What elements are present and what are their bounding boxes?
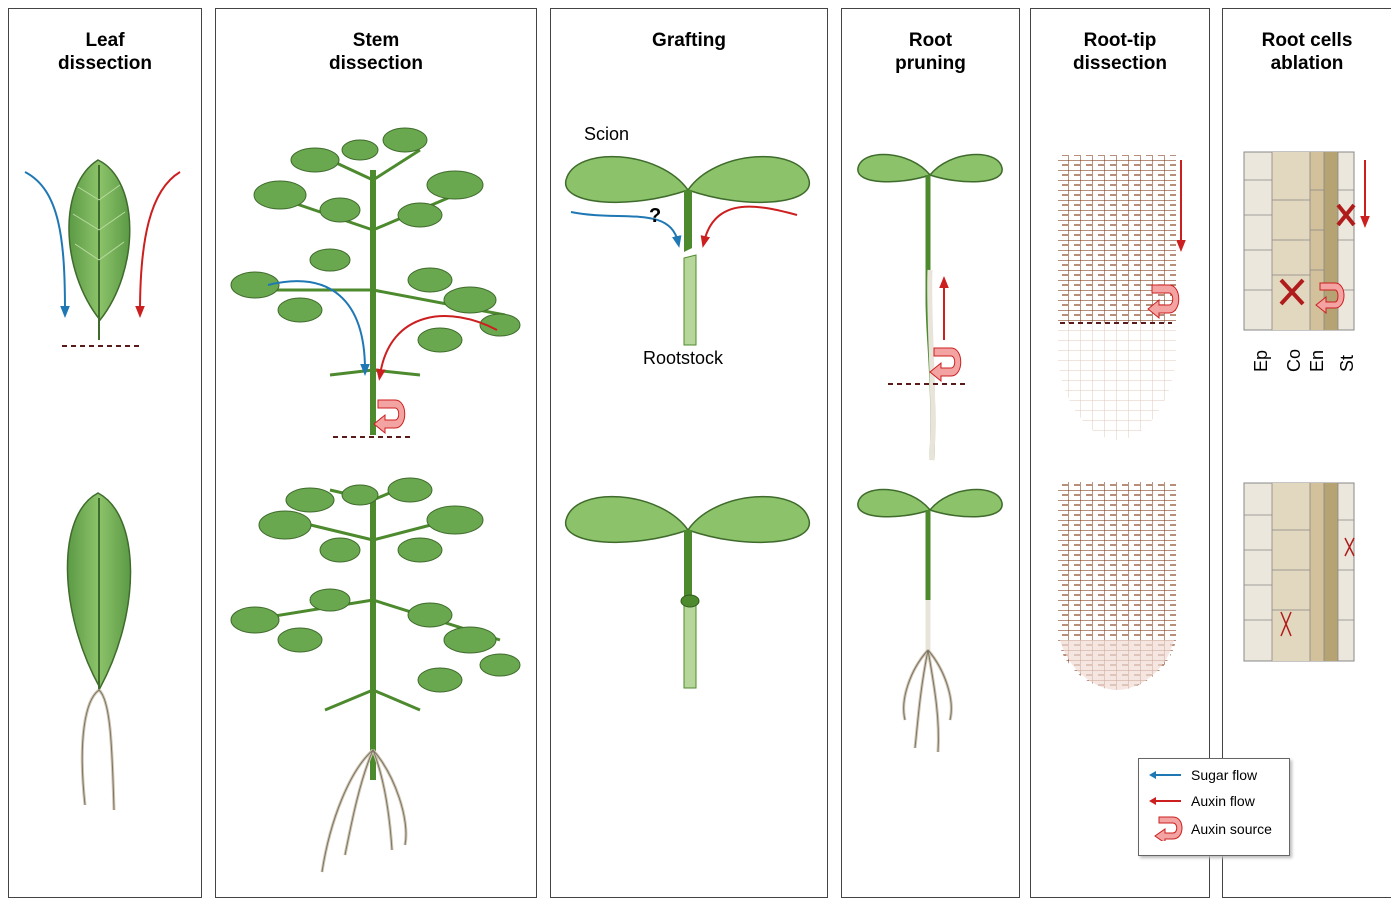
auxin-arrow-icon (1145, 791, 1185, 811)
legend-auxin-label: Auxin flow (1191, 793, 1255, 809)
root-tip-bottom (1058, 482, 1176, 690)
question-mark: ? (649, 206, 661, 226)
rootstock-label: Rootstock (643, 348, 723, 368)
legend-sugar-label: Sugar flow (1191, 767, 1257, 783)
legend-source: Auxin source (1139, 817, 1289, 841)
layer-label-en: En (1307, 350, 1328, 372)
scion-seedling (566, 157, 810, 345)
sugar-flow-arrow (268, 281, 365, 370)
legend-auxin: Auxin flow (1139, 789, 1289, 813)
auxin-source-icon (1145, 815, 1185, 841)
root-cells-bottom (1244, 483, 1354, 661)
tomato-plant-top (231, 128, 520, 435)
scion-label: Scion (584, 124, 629, 144)
leaf-top (69, 160, 130, 340)
sugar-arrow-icon (1145, 765, 1185, 785)
sugar-flow-arrow (571, 212, 678, 242)
sugar-flow-arrow (25, 172, 65, 312)
layer-label-co: Co (1284, 349, 1305, 372)
auxin-flow-arrow (140, 172, 180, 312)
legend: Sugar flow Auxin flow Auxin source (1138, 758, 1290, 856)
seedling-bottom-with-roots (858, 489, 1002, 752)
root-tip-top (1058, 155, 1176, 440)
auxin-flow-arrow (704, 207, 797, 242)
seedling-top (858, 154, 1002, 460)
tomato-plant-bottom (231, 478, 520, 872)
legend-source-label: Auxin source (1191, 821, 1272, 837)
auxin-source-icon (374, 400, 405, 433)
leaf-bottom-with-roots (67, 493, 130, 810)
grafted-seedling (566, 497, 810, 688)
legend-sugar: Sugar flow (1139, 763, 1289, 787)
layer-label-ep: Ep (1251, 350, 1272, 372)
layer-label-st: St (1337, 355, 1358, 372)
auxin-source-icon (930, 348, 961, 381)
